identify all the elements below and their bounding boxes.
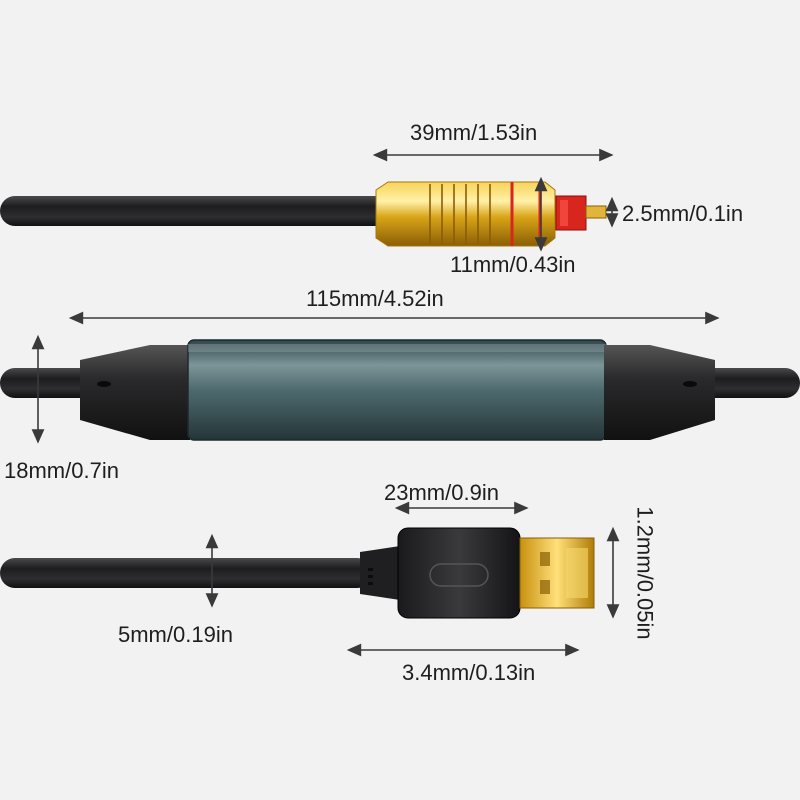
label-usb-thickness: 1.2mm/0.05in	[632, 506, 658, 640]
dimension-arrows-optical	[372, 148, 619, 252]
dimension-arrows-module	[31, 311, 720, 444]
usb-cable	[0, 558, 372, 588]
label-usb-width: 23mm/0.9in	[384, 480, 499, 505]
label-module-length: 115mm/4.52in	[306, 286, 444, 311]
dimension-arrows-usb	[205, 501, 620, 657]
optical-connector-icon	[375, 181, 607, 247]
optical-cable	[0, 196, 390, 226]
label-usb-plug-length: 3.4mm/0.13in	[402, 660, 536, 685]
label-cable-diameter: 5mm/0.19in	[118, 622, 233, 647]
label-optical-tip: 2.5mm/0.1in	[622, 201, 744, 226]
label-optical-length: 39mm/1.53in	[410, 120, 538, 145]
label-module-height: 18mm/0.7in	[4, 458, 119, 483]
usb-a-connector-icon	[360, 527, 595, 619]
converter-module-icon	[80, 339, 715, 441]
label-optical-diameter: 11mm/0.43in	[450, 252, 576, 277]
